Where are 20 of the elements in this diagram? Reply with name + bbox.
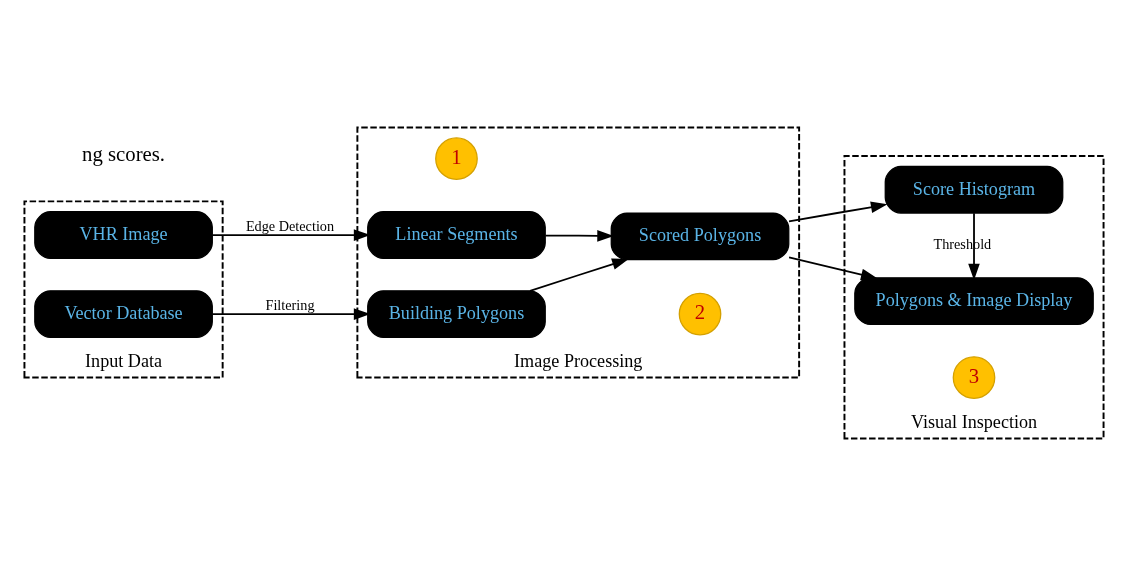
node-box: Linear Segments: [367, 210, 546, 259]
label: ng scores.: [82, 142, 165, 165]
node-box: Polygons & Image Display: [854, 276, 1094, 325]
arrow: [788, 200, 888, 222]
arrow: [968, 211, 980, 280]
node-box: Vector Database: [34, 289, 213, 338]
arrow: [544, 229, 614, 242]
arrow: [211, 307, 371, 320]
arrow: [788, 255, 878, 280]
edge-label: Edge Detection: [245, 217, 335, 234]
node-circle: 3: [952, 355, 996, 399]
edge-label: Filtering: [265, 296, 315, 313]
node-box: Scored Polygons: [610, 211, 790, 260]
node-circle: 1: [435, 136, 478, 180]
node-circle: 2: [678, 292, 722, 335]
arrow: [529, 258, 629, 292]
node-box: Score Histogram: [884, 165, 1064, 214]
node-box: VHR Image: [34, 210, 213, 259]
arrow: [211, 228, 371, 241]
node-box: Building Polygons: [367, 289, 546, 338]
